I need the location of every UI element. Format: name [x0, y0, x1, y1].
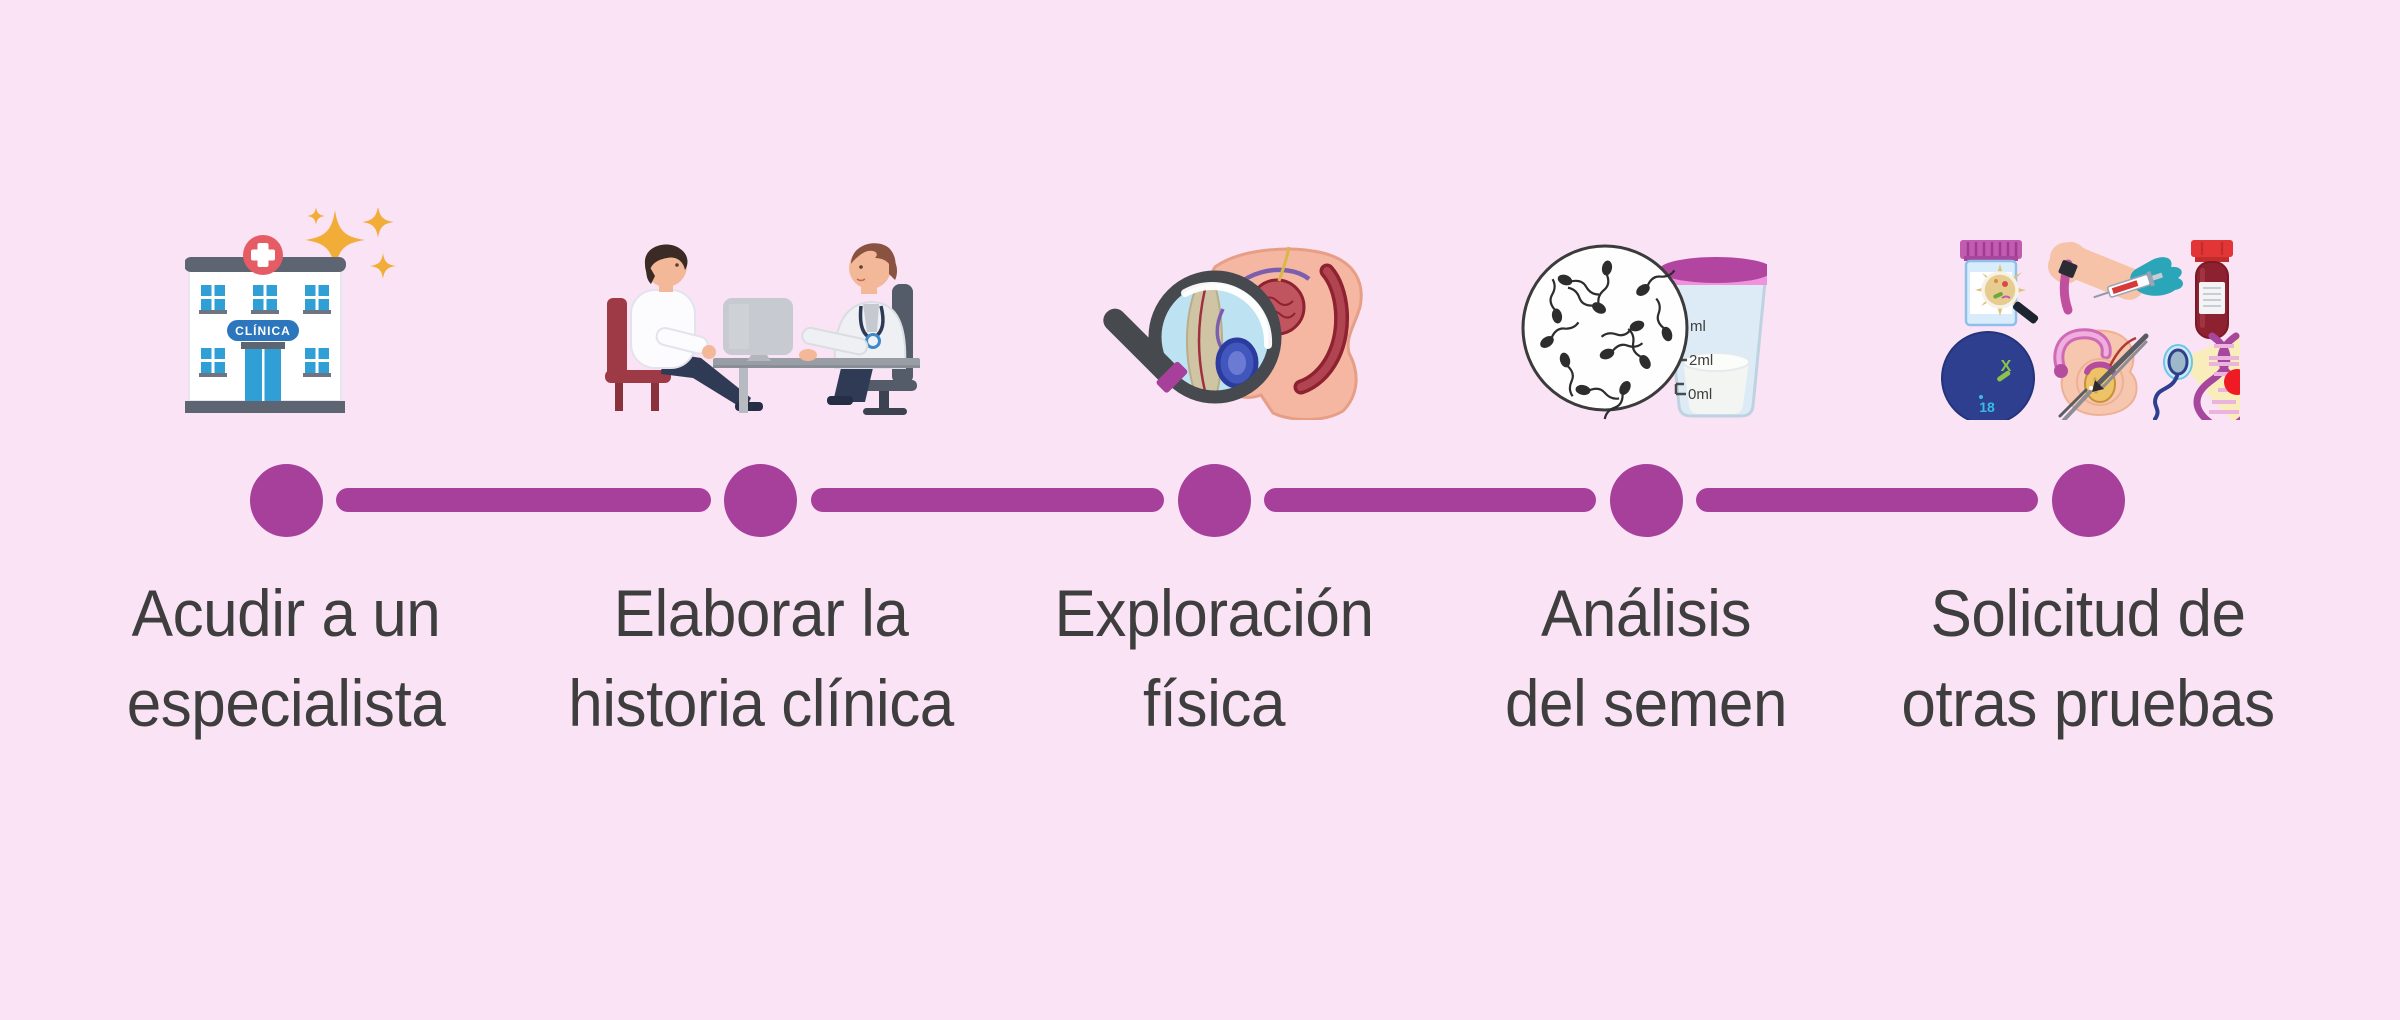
magnifier-handle — [1103, 308, 1188, 393]
additional-tests-icon: X 18 — [1940, 240, 2240, 420]
biopsy-needle — [2095, 333, 2149, 387]
magnifier-anatomy-svg — [1103, 246, 1363, 420]
magnifier-male-anatomy-icon — [1065, 245, 1365, 420]
dna-damage-marker — [2224, 369, 2240, 395]
mark-top: ml — [1690, 318, 1706, 335]
additional-tests-svg: X 18 — [1941, 240, 2240, 420]
graduation-labels: ml 2ml 0ml — [1688, 318, 1713, 403]
chromosome-18-label: 18 — [1979, 399, 1995, 415]
timeline-connector-2 — [811, 488, 1164, 512]
syringe — [2093, 270, 2163, 299]
step-label-5: Solicitud de otras pruebas — [1901, 576, 2275, 741]
timeline-connector-1 — [336, 488, 711, 512]
doctor-consultation-icon — [605, 240, 920, 420]
sperm-dna-fragmentation-test — [2153, 332, 2240, 420]
cup-lid — [1659, 257, 1767, 283]
clinic-building-svg: CLÍNICA — [185, 208, 396, 413]
timeline-dot-4 — [1610, 464, 1683, 537]
blood-tube-test — [2191, 240, 2233, 339]
sperm-tail — [2153, 374, 2179, 420]
semen-analysis-icon: ml 2ml 0ml — [1521, 242, 1767, 420]
door — [241, 342, 285, 401]
blood-draw-test — [2047, 241, 2184, 315]
building: CLÍNICA — [185, 235, 346, 413]
sample-cup: ml 2ml 0ml — [1659, 257, 1767, 418]
computer-monitor — [723, 298, 793, 361]
step-label-3: Exploración física — [1054, 576, 1374, 741]
chromosome-x-label: X — [2001, 358, 2012, 375]
timeline-dot-2 — [724, 464, 797, 537]
sperm-head — [2167, 348, 2189, 376]
clinic-building-icon: CLÍNICA — [185, 208, 400, 415]
step-label-4: Análisis del semen — [1504, 576, 1787, 741]
timeline-connector-4 — [1696, 488, 2038, 512]
mark-2ml: 2ml — [1689, 352, 1713, 369]
testicular-biopsy-test — [2053, 328, 2149, 420]
doctor-arm — [799, 326, 869, 361]
clinic-sign-text: CLÍNICA — [235, 323, 291, 338]
doctor-consultation-svg — [605, 243, 920, 415]
patient — [630, 244, 763, 411]
mark-0ml: 0ml — [1688, 386, 1712, 403]
timeline-dot-3 — [1178, 464, 1251, 537]
magnifying-glass — [1103, 270, 1282, 404]
step-label-2: Elaborar la historia clínica — [568, 576, 954, 741]
urine-culture-test — [1960, 240, 2039, 327]
fish-karyotype-test: X 18 — [1941, 331, 2035, 420]
timeline-connector-3 — [1264, 488, 1596, 512]
timeline-dot-1 — [250, 464, 323, 537]
microscope-field — [1521, 244, 1689, 420]
step-label-1: Acudir a un especialista — [126, 576, 446, 741]
bacteria-magnifier — [1975, 264, 2026, 316]
semen-analysis-svg: ml 2ml 0ml — [1521, 244, 1767, 420]
patient-chair — [605, 298, 671, 411]
timeline-dot-5 — [2052, 464, 2125, 537]
clinic-sign: CLÍNICA — [227, 320, 299, 341]
